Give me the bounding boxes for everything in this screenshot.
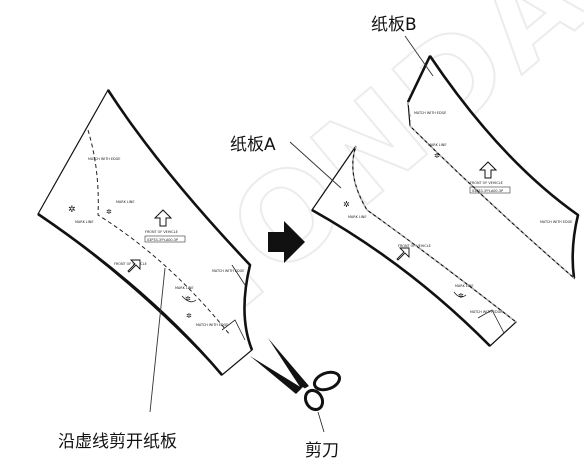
pattern-label: 03P33-3YY-A00-3P xyxy=(147,238,178,242)
mark-icon: ✲ xyxy=(186,312,192,320)
scissors-handle xyxy=(303,388,325,412)
pattern-label: FRONT OF VEHICLE xyxy=(145,230,178,234)
scissors-blade xyxy=(250,356,302,394)
board-bottom-edge xyxy=(37,212,223,376)
board-b-cut-edge xyxy=(407,101,575,279)
notch xyxy=(231,264,246,286)
part-id-box xyxy=(469,186,511,194)
label-board-b: 纸板B xyxy=(371,15,417,35)
cut-dashed-line xyxy=(87,129,231,336)
pattern-label: MARK LINE xyxy=(455,284,473,288)
board-a-cut-edge xyxy=(352,145,517,323)
mark-icon: ✲ xyxy=(68,205,76,215)
notch xyxy=(181,295,197,303)
board-b: MATCH WITH EDGE MARK LINE FRONT OF VEHIC… xyxy=(406,54,580,280)
leader-line xyxy=(404,35,434,77)
mark-icon: ✲ xyxy=(106,208,112,216)
scissors-blade xyxy=(268,338,309,390)
mark-icon: ✲ xyxy=(458,292,464,300)
board-b-right-edge xyxy=(428,55,580,279)
pattern-label: MATCH WITH EDGE xyxy=(414,111,446,115)
board-b-top-edge xyxy=(406,55,432,103)
part-id-box xyxy=(144,235,186,243)
up-arrow-icon xyxy=(153,209,173,227)
pattern-label: MATCH WITH EDGE xyxy=(196,323,228,327)
board-a: MARK LINE FRONT OF VEHICLE MARK LINE MAT… xyxy=(311,145,517,347)
pattern-label: FRONT OF VEHICLE xyxy=(114,262,147,266)
leader-line xyxy=(317,411,325,433)
pattern-label: FRONT OF VEHICLE xyxy=(398,244,431,248)
pattern-label: MARK LINE xyxy=(116,200,134,204)
pattern-label: MATCH WITH EDGE xyxy=(212,269,244,273)
notch xyxy=(477,309,505,334)
label-scissors: 剪刀 xyxy=(305,441,339,461)
up-arrow-icon xyxy=(478,161,498,179)
notch xyxy=(221,319,246,341)
label-cut-along-line: 沿虚线剪开纸板 xyxy=(58,432,177,452)
pattern-label: MARK LINE xyxy=(428,143,446,147)
pattern-label: MATCH WITH EDGE xyxy=(88,157,120,161)
board-right-edge xyxy=(106,89,254,351)
mark-icon: ✲ xyxy=(185,295,191,303)
mark-icon: ✲ xyxy=(434,152,440,160)
pattern-label: MARK LINE xyxy=(175,286,193,290)
board-a-bottom-edge xyxy=(311,208,491,347)
pattern-label: MARK LINE xyxy=(75,220,93,224)
pattern-label: 03P33-3YY-A00-3P xyxy=(472,189,503,193)
leader-line xyxy=(149,267,166,413)
pattern-label: MARK LINE xyxy=(348,215,366,219)
scissors-pivot xyxy=(301,387,305,391)
mark-icon: ✲ xyxy=(343,200,350,209)
front-arrow-icon xyxy=(396,247,410,261)
pattern-label: MATCH WITH EDGE xyxy=(470,310,502,314)
right-arrow-icon xyxy=(268,221,305,263)
notch xyxy=(453,291,467,298)
pattern-label: MATCH WITH EDGE xyxy=(540,220,572,224)
front-arrow-icon xyxy=(127,259,141,273)
uncut-board: MATCH WITH EDGE MARK LINE MARK LINE FRON… xyxy=(37,88,254,376)
scissors-icon xyxy=(250,338,342,412)
label-board-a: 纸板A xyxy=(230,135,276,155)
pattern-label: FRONT OF VEHICLE xyxy=(470,181,503,185)
scissors-handle xyxy=(312,370,342,392)
leader-line xyxy=(289,141,342,189)
